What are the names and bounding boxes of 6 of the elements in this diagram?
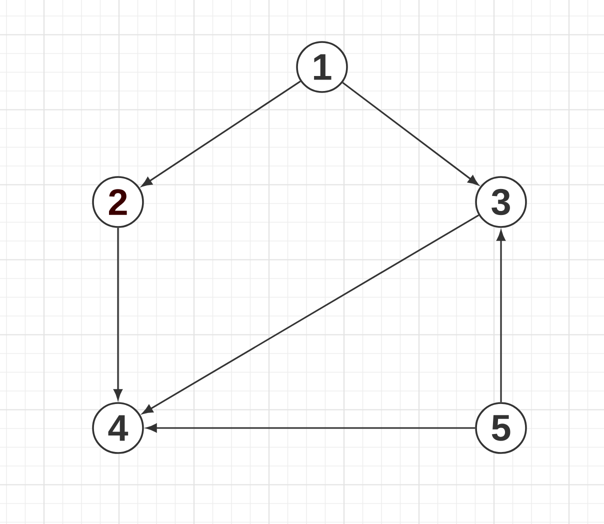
arrow xyxy=(496,230,506,402)
arrow xyxy=(114,228,122,400)
arrow xyxy=(146,424,476,432)
arrow xyxy=(142,214,480,414)
arrow xyxy=(141,80,301,187)
arrow xyxy=(342,82,479,186)
